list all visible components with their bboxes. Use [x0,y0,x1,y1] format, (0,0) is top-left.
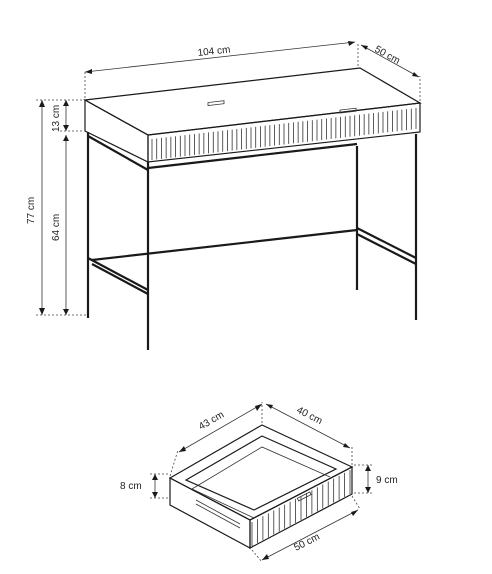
desk-frame-upper-front [147,142,358,170]
desk-stretcher-right-a [356,227,417,259]
desk-stretcher-back [91,228,358,262]
desk-height-total-label: 77 cm [26,197,37,224]
desk-leg-height-label: 64 cm [51,214,62,241]
desk-drawer-handle-left [207,100,225,107]
drawer-rim-inner [184,435,338,511]
drawer-front-height-label: 9 cm [376,475,398,486]
desk-top-height-label: 13 cm [51,105,62,132]
desk-drawing [83,67,422,350]
drawer-dimensions: 43 cm 40 cm 8 cm 9 cm 50 cm [120,402,398,563]
drawer-depth-label: 40 cm [295,405,324,427]
drawer-inner-height-label: 8 cm [120,481,142,492]
desk-stretcher-left-a [87,257,149,291]
desk-drawer-fronts [151,108,417,160]
desk-width-label: 104 cm [197,44,231,59]
desk-depth-label: 50 cm [373,44,402,67]
desk-top-surface [83,67,422,136]
desk-stretcher-right-b [356,233,417,265]
drawer-handle [296,491,312,502]
desk-frame-upper-side [87,135,149,171]
desk-dimensions: 104 cm 50 cm 77 cm 13 cm 64 cm [26,41,421,316]
drawer-front-face [249,466,353,549]
drawer-side-face [169,477,251,550]
drawer-width-label: 43 cm [197,409,226,432]
drawer-front-width-label: 50 cm [292,532,321,554]
drawer-drawing [168,424,354,550]
desk-stretcher-left-b [91,263,149,295]
drawer-rim-outer [168,424,354,521]
desk-drawer-handle-right [339,107,357,114]
drawer-front-flutes [251,470,351,546]
